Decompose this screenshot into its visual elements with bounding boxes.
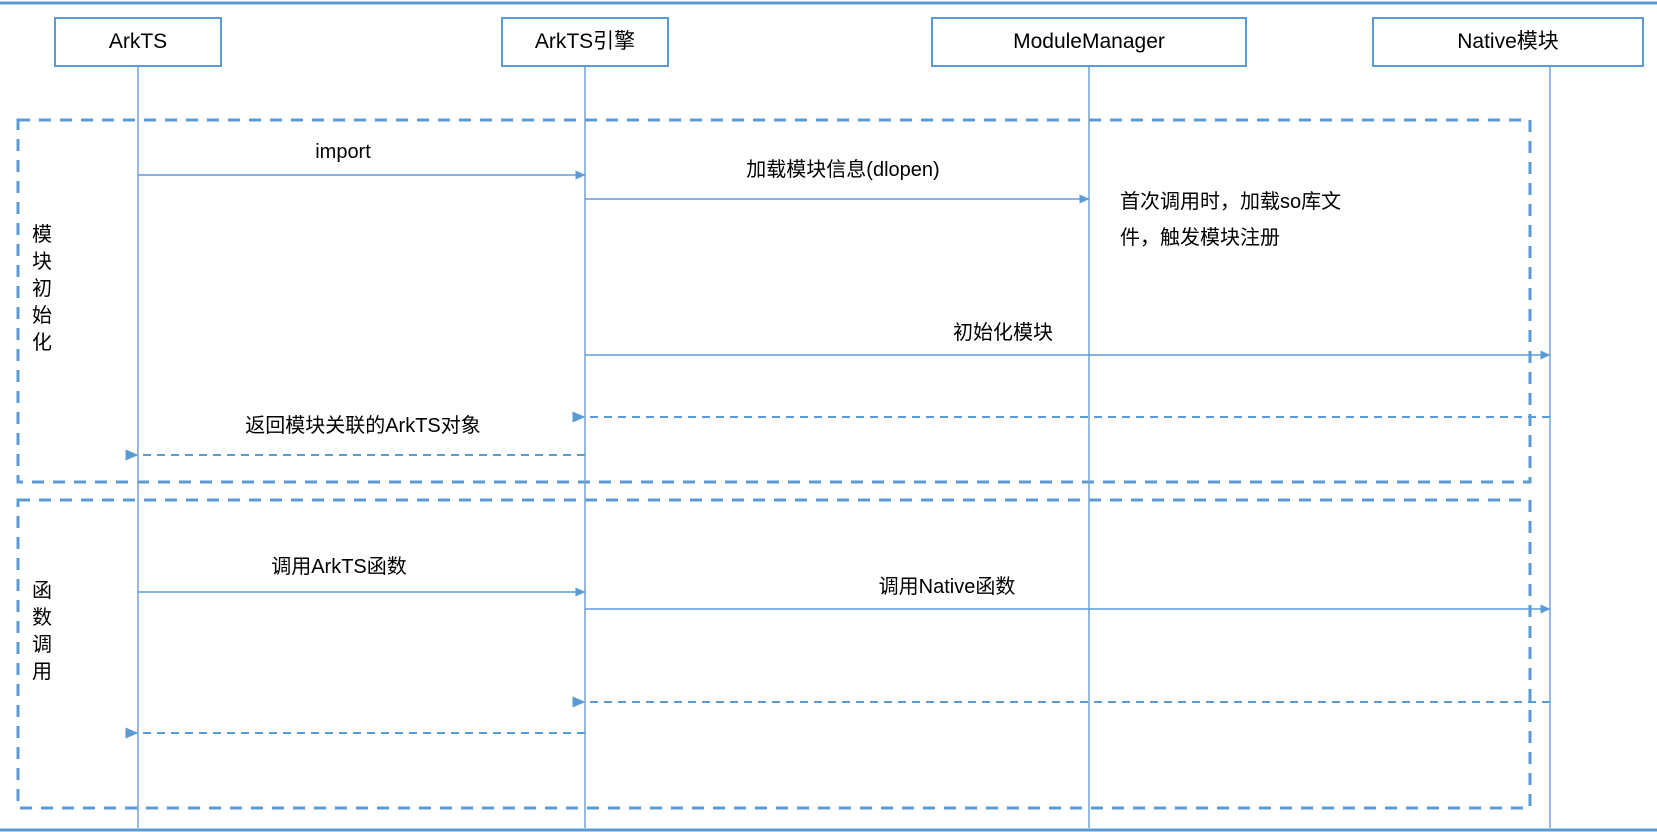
fragment-label-frag-call: 函数调用 — [32, 580, 52, 683]
message-label-msg-import: import — [315, 141, 371, 163]
participant-label-arkts_engine: ArkTS引擎 — [534, 30, 636, 54]
message-label-msg-call-native-fn: 调用Native函数 — [878, 576, 1016, 598]
participant-box-arkts_engine[interactable]: ArkTS引擎 — [501, 17, 669, 67]
fragments-layer — [16, 118, 1532, 810]
message-label-msg-call-arkts-fn: 调用ArkTS函数 — [271, 556, 407, 578]
messages-layer — [125, 170, 1551, 739]
message-label-msg-init-module: 初始化模块 — [953, 322, 1053, 344]
participant-label-module_manager: ModuleManager — [1013, 30, 1165, 54]
participant-box-native_module[interactable]: Native模块 — [1372, 17, 1644, 67]
fragment-box-frag-call — [16, 498, 1532, 810]
message-label-msg-return-object: 返回模块关联的ArkTS对象 — [245, 415, 481, 437]
participant-label-arkts: ArkTS — [108, 30, 168, 54]
fragment-box-frag-init — [16, 118, 1532, 484]
note-note-first-call: 首次调用时，加载so库文 件，触发模块注册 — [1120, 191, 1342, 249]
participant-box-module_manager[interactable]: ModuleManager — [931, 17, 1247, 67]
participant-label-native_module: Native模块 — [1457, 30, 1559, 54]
fragment-label-frag-init: 模块初始化 — [32, 224, 52, 354]
message-label-msg-dlopen: 加载模块信息(dlopen) — [746, 159, 940, 181]
participant-box-arkts[interactable]: ArkTS — [54, 17, 222, 67]
